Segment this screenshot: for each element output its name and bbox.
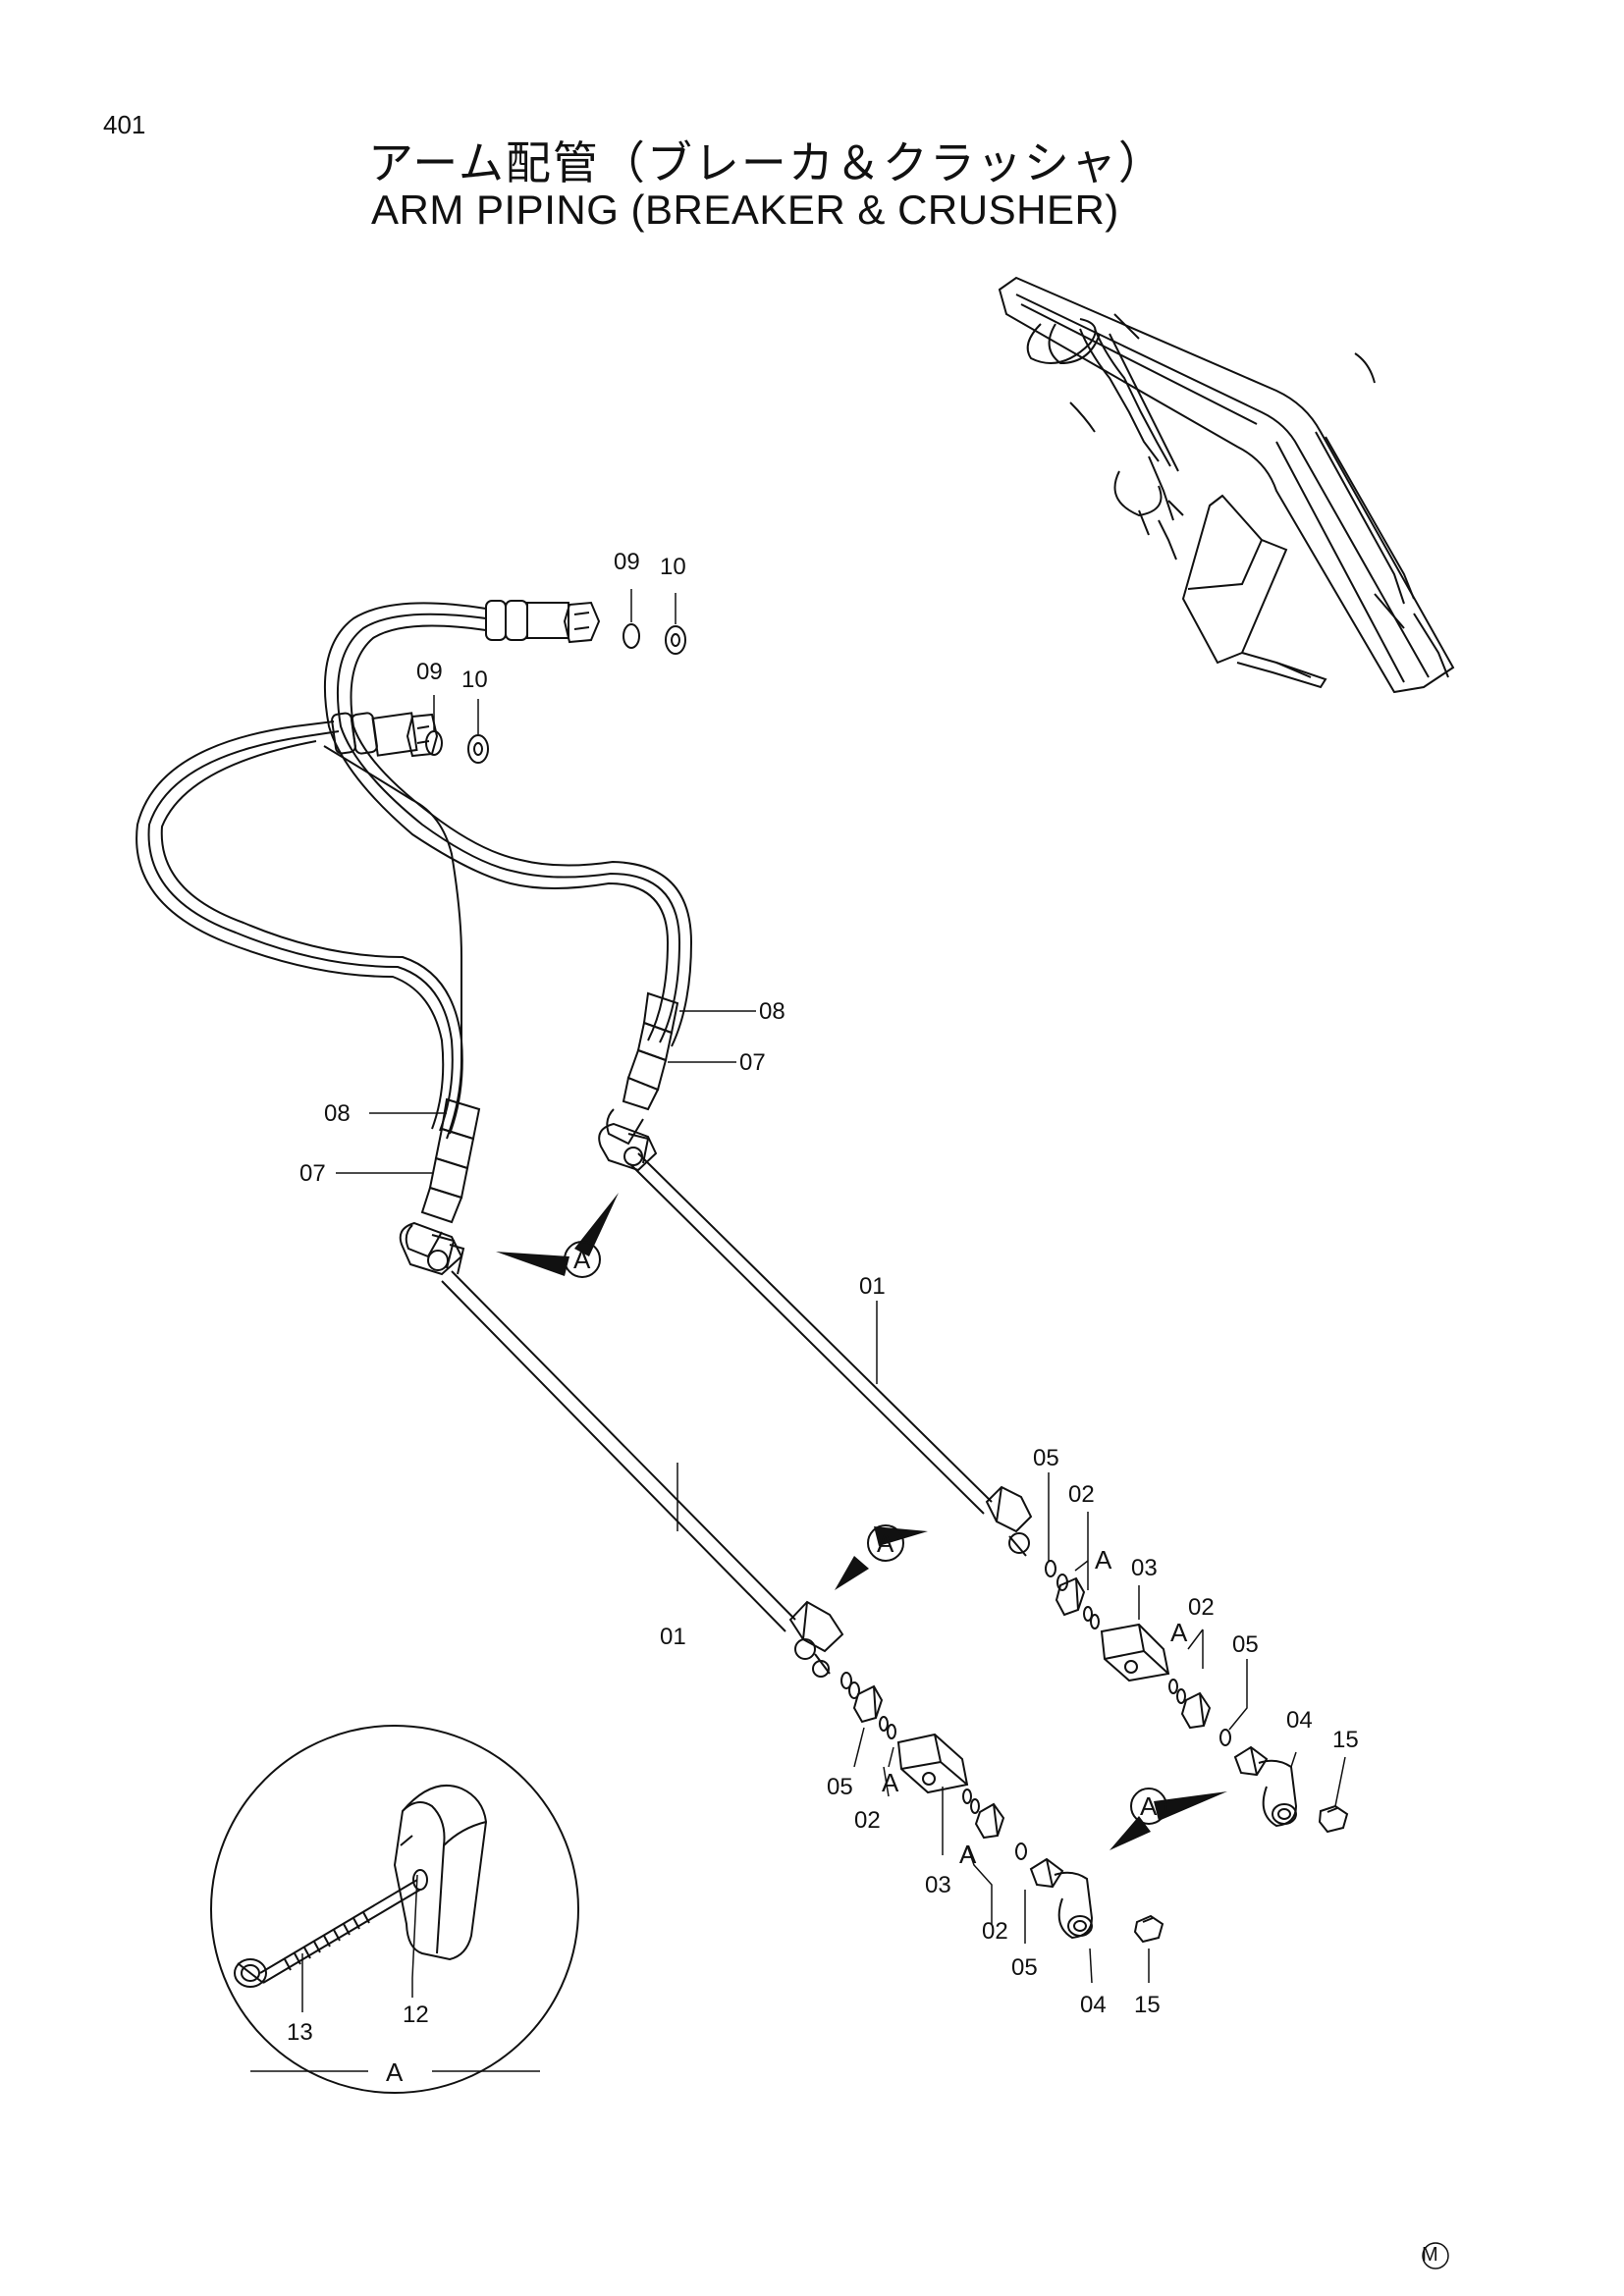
label-12: 12: [403, 2002, 429, 2028]
part-labels: 09 10 09 10 08 07 08 07 01 01 05 02 A 03…: [287, 549, 1359, 2087]
label-08-left: 08: [324, 1100, 351, 1127]
title-english: ARM PIPING (BREAKER & CRUSHER): [371, 187, 1119, 233]
detail-a-view: [210, 1725, 579, 2094]
arm-breaker-inset: [998, 276, 1455, 694]
elbow-left-top: [399, 1221, 465, 1276]
callout-a-text-2: A: [877, 1528, 894, 1558]
label-04-a: 04: [1286, 1707, 1313, 1734]
label-a-b: A: [1170, 1618, 1188, 1647]
washer-10-lower: [467, 734, 489, 764]
label-15-b: 15: [1134, 1992, 1161, 2018]
label-03-a: 03: [1131, 1555, 1158, 1581]
washer-10-upper: [665, 625, 686, 655]
title-japanese: アーム配管（ブレーカ＆クラッシャ）: [368, 136, 1165, 189]
label-03-b: 03: [925, 1872, 951, 1898]
maker-mark-circle: [1422, 2242, 1449, 2269]
label-10-lower: 10: [461, 667, 488, 693]
label-09-lower: 09: [416, 659, 443, 685]
o-ring-09-lower: [425, 730, 443, 756]
callout-a-text-3: A: [1140, 1791, 1158, 1821]
pipe-01-left: [441, 1270, 796, 1632]
fitting-07-08-right: [606, 991, 679, 1146]
pipe-01-right: [629, 1152, 993, 1515]
label-a-c: A: [882, 1768, 899, 1797]
fitting-07-08-left: [405, 1097, 481, 1258]
label-02-a: 02: [1068, 1481, 1095, 1508]
label-02-d: 02: [982, 1918, 1008, 1945]
label-02-c: 02: [854, 1807, 881, 1834]
label-01-left: 01: [660, 1624, 686, 1650]
callout-a-circle-2[interactable]: [867, 1524, 904, 1562]
fitting-chain-left: [840, 1672, 1164, 1944]
label-07-right: 07: [739, 1049, 766, 1076]
hose-07-08-left: [135, 712, 463, 1140]
leader-lines: [250, 589, 1346, 2072]
label-a-a: A: [1095, 1545, 1112, 1575]
callout-a-text-1: A: [573, 1245, 591, 1274]
page-number: 401: [103, 110, 146, 139]
maker-mark: M: [1422, 2244, 1438, 2266]
callout-a-circle-3[interactable]: [1130, 1788, 1167, 1825]
label-a-d: A: [959, 1840, 977, 1869]
label-01-right: 01: [859, 1273, 886, 1300]
clamp-left: [788, 1600, 844, 1678]
label-13: 13: [287, 2019, 313, 2046]
label-04-b: 04: [1080, 1992, 1107, 2018]
label-05-a: 05: [1033, 1445, 1059, 1471]
label-10-upper: 10: [660, 554, 686, 580]
label-02-b: 02: [1188, 1594, 1215, 1621]
label-05-c: 05: [827, 1774, 853, 1800]
callout-a-circle-1[interactable]: [564, 1241, 601, 1278]
o-ring-09-upper: [623, 623, 640, 649]
label-08-right: 08: [759, 998, 785, 1025]
label-detail-a: A: [386, 2057, 404, 2087]
view-a-callouts[interactable]: [496, 1193, 1227, 1850]
label-05-d: 05: [1011, 1954, 1038, 1981]
label-15-a: 15: [1332, 1727, 1359, 1753]
label-09-upper: 09: [614, 549, 640, 575]
label-07-left: 07: [299, 1160, 326, 1187]
clamp-right: [985, 1485, 1033, 1557]
hose-07-08-right: [323, 600, 693, 1047]
label-05-b: 05: [1232, 1631, 1259, 1658]
